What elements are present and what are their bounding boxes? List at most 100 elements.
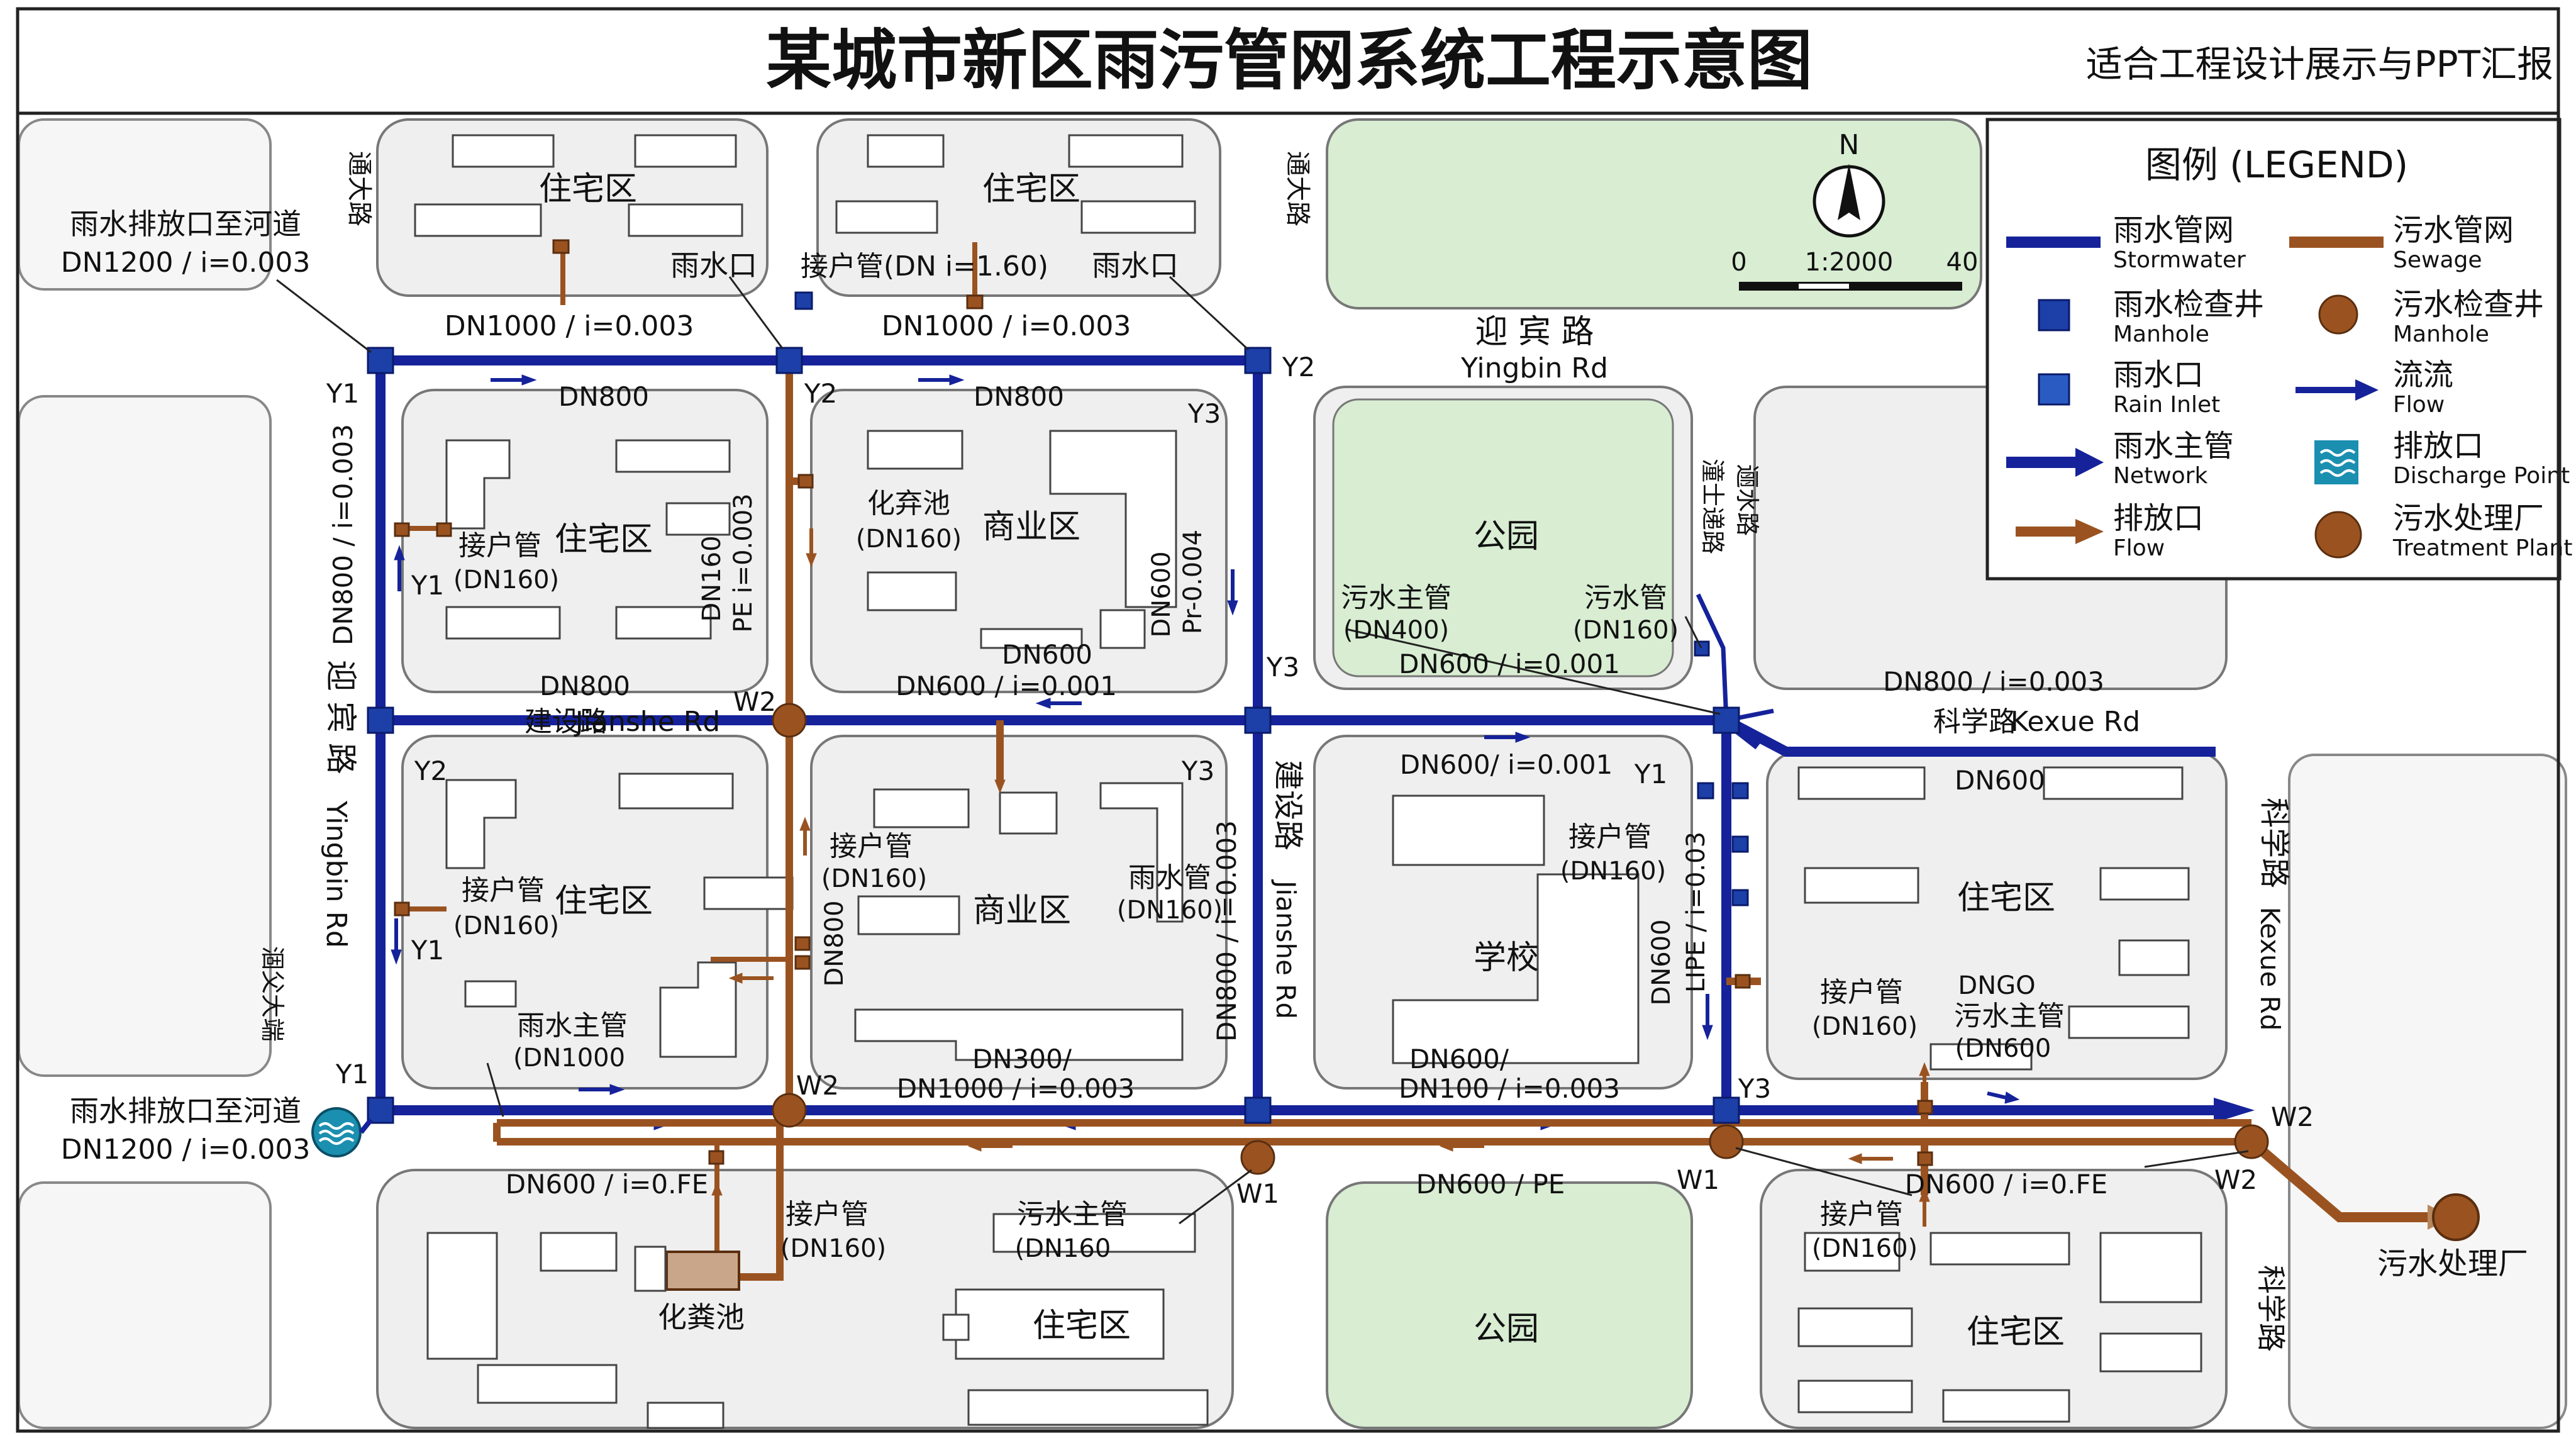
building <box>1080 200 1196 234</box>
pipe-spec: DN1000 / i=0.003 <box>882 310 1131 342</box>
building <box>703 876 794 910</box>
legend-item-sublabel: Network <box>2113 463 2207 489</box>
road-label: Kexue Rd <box>2011 706 2140 738</box>
flow-arrow-icon <box>579 1084 625 1095</box>
node-label: Y3 <box>1266 652 1299 683</box>
flow-arrow-icon <box>1987 1091 2020 1104</box>
pipe-spec-vertical: DN800 <box>820 900 849 986</box>
building <box>1099 609 1146 649</box>
pipe-label: (DN1000 <box>513 1044 625 1073</box>
block-park-r2 <box>1332 398 1674 677</box>
zone-label: 公园 <box>1474 518 1539 555</box>
pipe-label: (DN160) <box>1573 616 1679 645</box>
node-label: Y3 <box>1738 1073 1771 1104</box>
pipe-label: (DN160) <box>856 525 962 554</box>
zone-label: 商业区 <box>973 892 1071 930</box>
building <box>1929 1043 2033 1071</box>
building <box>452 134 555 168</box>
legend-item-label: 污水处理厂 <box>2393 501 2544 536</box>
zone-label: 住宅区 <box>1033 1307 1131 1345</box>
building <box>618 772 734 810</box>
pipe-spec: DN600 <box>1002 639 1092 670</box>
legend-item-label: 雨水主管 <box>2113 428 2234 464</box>
pipe-spec: DN300/ <box>972 1044 1072 1074</box>
pipe-spec-vertical: PE i=0.003 <box>729 493 758 632</box>
building <box>2118 939 2190 976</box>
building <box>854 1008 1184 1061</box>
sewage-flow-arrow-icon <box>728 973 774 984</box>
pipe-spec-vertical: DN600 <box>1147 551 1176 637</box>
block-left-side <box>18 395 272 1077</box>
north-arrow: N <box>1813 129 1885 238</box>
scale-end: 40 <box>1946 248 1979 277</box>
building <box>1804 1232 1901 1272</box>
zone-label: 住宅区 <box>982 170 1080 208</box>
sewage-manhole-icon <box>772 703 807 738</box>
pipe-label: (DN160) <box>1812 1234 1918 1263</box>
legend-box <box>1985 118 2562 581</box>
sewage-flow-arrow-icon <box>994 755 1006 794</box>
zone-label: 公园 <box>1474 1310 1539 1348</box>
scale-start: 0 <box>1731 248 1746 277</box>
sewage-node <box>966 294 984 309</box>
leader-line <box>1179 1169 1252 1225</box>
sewage-manhole-icon <box>1709 1124 1744 1159</box>
building <box>2099 1332 2202 1373</box>
node-label: Y1 <box>335 1059 369 1090</box>
storm-manholes <box>367 291 1749 1124</box>
outfall-label: 雨水排放口至河道 <box>70 207 301 241</box>
leader-line <box>1684 616 1702 649</box>
pipe-spec: DN1000 / i=0.003 <box>445 310 694 342</box>
building <box>1929 1232 2070 1266</box>
pipe-label: 雨水主管 <box>517 1010 628 1042</box>
sewage-node <box>794 955 811 970</box>
sewage-node <box>1917 1100 1933 1115</box>
flow-arrow-icon <box>394 545 405 591</box>
legend-item-label: 雨水管网 <box>2113 213 2234 248</box>
storm-manhole-icon <box>775 347 803 374</box>
pipe-spec-vertical: DN160 <box>697 535 726 621</box>
building <box>873 788 970 828</box>
block-park-bottom <box>1326 1181 1693 1429</box>
leader-line <box>2144 1150 2249 1168</box>
building <box>955 1288 1165 1360</box>
sewage-flow-arrows <box>711 528 1930 1227</box>
sewage-node <box>797 474 814 489</box>
sewage-flow-arrow-icon <box>1919 1188 1930 1227</box>
pipe-label: 污水主管 <box>1341 582 1452 614</box>
flow-arrow-icon <box>391 918 402 965</box>
legend-item-sublabel: Discharge Point <box>2393 463 2570 489</box>
pipe-spec: DN600 / i=0.001 <box>896 671 1117 701</box>
road-label: 迎 宾 路 <box>1475 313 1594 351</box>
septic-tank-label: 化粪池 <box>658 1300 745 1334</box>
node-label: Y3 <box>1187 398 1221 429</box>
pipe-label: DNGO <box>1958 971 2035 1000</box>
legend-item-label: 污水管网 <box>2393 213 2514 248</box>
sewage-flow-arrow-icon <box>1439 1140 1484 1152</box>
pipe-label: (DN160) <box>821 864 927 893</box>
building <box>445 606 561 640</box>
outfall-spec: DN1200 / i=0.003 <box>61 1134 311 1166</box>
pipe-label: 雨水口 <box>670 248 757 282</box>
legend-item-label: 排放口 <box>2113 501 2204 536</box>
storm-manhole-icon <box>2038 299 2070 332</box>
sewage-node <box>394 901 410 917</box>
building <box>980 628 1083 649</box>
leader-line <box>1345 628 1721 715</box>
zone-label: 商业区 <box>982 508 1080 546</box>
pipe-spec: DN600 <box>1955 765 2045 796</box>
building <box>615 439 731 473</box>
block-right-side <box>2288 754 2567 1429</box>
storm-main-arrow <box>2075 448 2104 477</box>
outfall-spec: DN1200 / i=0.003 <box>61 247 311 279</box>
road-label-vertical: 潼士递路 <box>1699 459 1726 554</box>
septic-tank <box>665 1251 740 1291</box>
rain-inlet-icon <box>1697 782 1714 800</box>
sewage-flow-arrow-icon <box>799 817 811 856</box>
pipe-label: 接户管 <box>462 874 545 906</box>
road-label-vertical: 科学路 <box>2254 1265 2288 1352</box>
zone-label: 住宅区 <box>1967 1313 2065 1351</box>
road-label: Yingbin Rd <box>1460 352 1608 384</box>
road-label-vertical: Kexue Rd <box>2255 906 2285 1030</box>
